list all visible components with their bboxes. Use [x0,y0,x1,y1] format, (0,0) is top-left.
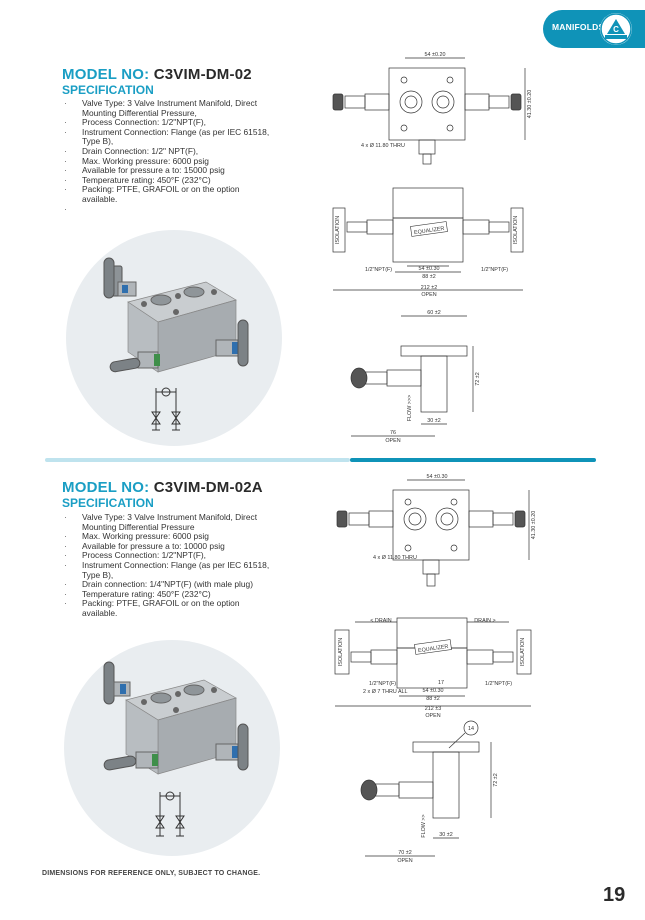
dim-30: 30 ±2 [439,832,452,838]
dim-212: 212 ±2 [421,285,437,291]
dim-17: 17 [438,680,444,686]
spec-item: Temperature rating: 450°F (232°C) [62,589,272,600]
flow-label: FLOW >> [421,814,427,837]
spec-item: Process Connection: 1/2"NPT(F), [62,551,272,561]
npt-right: 1/2"NPT(F) [485,681,512,687]
open-label-2: OPEN [397,858,412,864]
equalizer-label: EQUALIZER [418,644,449,654]
dim-76: 76 [390,430,396,436]
spec-heading-2: SPECIFICATION [62,496,154,510]
isolation-left: ISOLATION [338,638,344,666]
holes-note-2: 2 x Ø 7 THRU ALL [363,689,408,695]
equalizer-label: EQUALIZER [414,226,445,236]
front-view [332,187,524,291]
spec-heading-1: SPECIFICATION [62,83,154,97]
dim-54: 54 ±0.30 [419,266,440,272]
dim-60: 60 ±2 [427,310,440,316]
dim-54: 54 ±0.30 [423,688,444,694]
model-title-2: MODEL NO: C3VIM-DM-02A [62,479,263,496]
drain-right: DRAIN > [474,618,495,624]
spec-item: Packing: PTFE, GRAFOIL or on the option … [62,184,272,204]
spec-item: Max. Working pressure: 6000 psig [62,532,272,542]
spec-item: Temperature rating: 450°F (232°C) [62,175,272,186]
company-logo: C [600,13,632,45]
front-view [334,617,532,707]
spec-item: Instrument Connection: Flange (as per IE… [62,127,272,147]
dim-72: 72 ±2 [493,773,499,786]
holes-note: 4 x Ø 11.80 THRU [373,555,417,561]
npt-right: 1/2"NPT(F) [481,267,508,273]
spec-item: Available for pressure a to: 10000 psig [62,541,272,552]
side-view [350,315,474,437]
spec-list-2: Valve Type: 3 Valve Instrument Manifold,… [62,512,272,619]
dim-88: 88 ±2 [426,696,439,702]
model-code: C3VIM-DM-02 [153,66,252,83]
spec-item: Valve Type: 3 Valve Instrument Manifold,… [62,98,272,118]
dim-72: 72 ±2 [475,372,481,385]
spec-item: Drain connection: 1/4"NPT(F) (with male … [62,580,272,590]
dim-side-height: 41.30 ±0.20 [531,511,537,539]
npt-left: 1/2"NPT(F) [369,681,396,687]
dim-side-height: 41.30 ±0.20 [527,90,533,118]
spec-item: Available for pressure a to: 15000 psig [62,166,272,176]
balloon-14: 14 [468,726,474,732]
spec-item: Instrument Connection: Flange (as per IE… [62,560,272,580]
drain-left: < DRAIN [370,618,392,624]
open-label: OPEN [425,713,440,719]
manifold-image-2 [103,661,249,837]
page-number: 19 [603,884,626,906]
spec-item: Valve Type: 3 Valve Instrument Manifold,… [62,512,272,532]
dim-top-width: 54 ±0.30 [427,474,448,480]
spec-item [62,205,272,215]
product-photo-circle-1 [66,230,282,446]
section-divider-accent [350,458,596,462]
spec-item: Process Connection: 1/2"NPT(F), [62,118,272,128]
isolation-right: ISOLATION [513,216,519,244]
model-title-1: MODEL NO: C3VIM-DM-02 [62,66,252,83]
spec-item: Drain Connection: 1/2" NPT(F), [62,146,272,157]
model-prefix: MODEL NO: [62,66,150,83]
section-label: MANIFOLDS [552,22,605,32]
manifold-image-1 [103,257,249,431]
dim-top-width: 54 ±0.20 [425,52,446,58]
isolation-left: ISOLATION [335,216,341,244]
technical-drawing-1: 54 ±0.20 41.30 ±0.20 4 x Ø 11.80 THRU IS… [325,50,540,450]
dim-212: 212 ±3 [425,706,441,712]
spec-list-1: Valve Type: 3 Valve Instrument Manifold,… [62,98,272,215]
spec-item: Max. Working pressure: 6000 psig [62,156,272,167]
top-view [336,479,530,587]
holes-note: 4 x Ø 11.80 THRU [361,143,405,149]
dim-88: 88 ±2 [422,274,435,280]
dim-30: 30 ±2 [427,418,440,424]
svg-text:C: C [613,25,619,34]
dim-70: 70 ±2 [398,850,411,856]
footer-note: DIMENSIONS FOR REFERENCE ONLY, SUBJECT T… [42,870,261,877]
open-label-2: OPEN [385,438,400,444]
model-prefix: MODEL NO: [62,479,150,496]
spec-item: Packing: PTFE, GRAFOIL or on the option … [62,598,272,618]
side-view [360,720,492,857]
flow-label: FLOW >>> [407,395,413,422]
section-divider [45,458,350,462]
model-code: C3VIM-DM-02A [153,479,263,496]
isolation-right: ISOLATION [520,638,526,666]
technical-drawing-2: 54 ±0.30 41.30 ±0.20 4 x Ø 11.80 THRU < … [325,470,540,880]
open-label: OPEN [421,292,436,298]
product-photo-circle-2 [64,640,280,856]
top-view [332,57,526,165]
npt-left: 1/2"NPT(F) [365,267,392,273]
